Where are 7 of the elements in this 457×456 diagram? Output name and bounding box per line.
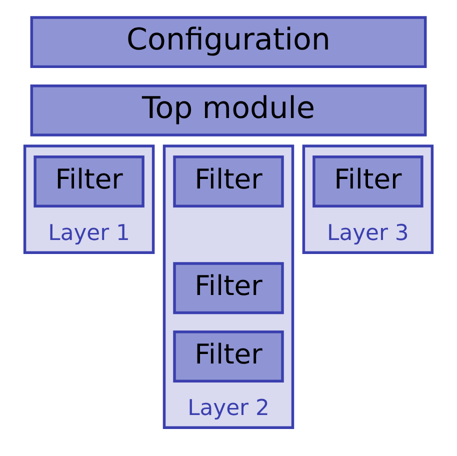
node-box: Filter: [173, 330, 284, 382]
node-box: Configuration: [30, 16, 427, 68]
node-box: Filter: [173, 262, 284, 314]
node-box: Filter: [312, 156, 424, 208]
node-box: Top module: [30, 84, 427, 136]
node-box: Filter: [173, 156, 284, 208]
node-box: Filter: [34, 156, 144, 208]
